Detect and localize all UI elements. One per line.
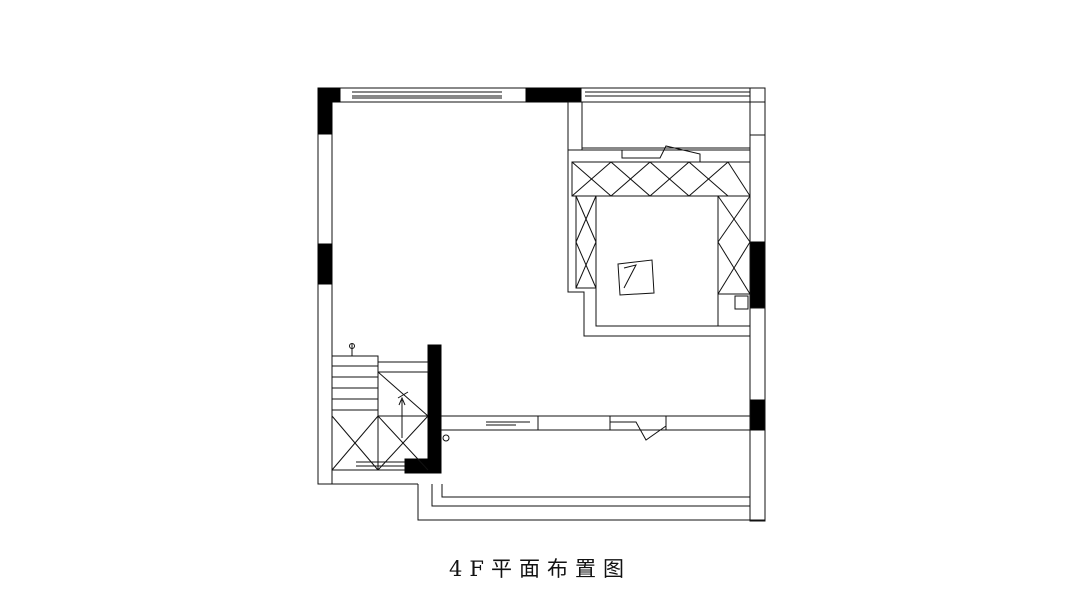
exterior-walls [318,88,765,521]
structural-columns [318,88,764,473]
staircase [332,343,428,471]
plan-title: 4F平面布置图 [449,557,631,581]
sliding-doors [441,416,750,442]
upper-right-room [568,102,750,336]
top-window [352,92,750,98]
